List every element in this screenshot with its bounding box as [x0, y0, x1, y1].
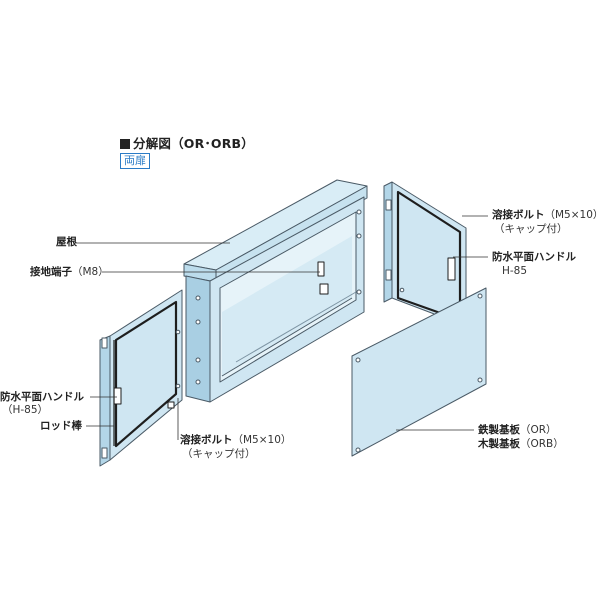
label-weld-bolt-top-spec: （M5×10） — [544, 209, 600, 221]
label-weld-bolt-bottom-name: 溶接ボルト — [180, 434, 233, 446]
label-ground-terminal: 接地端子（M8） — [30, 266, 109, 279]
label-roof-text: 屋根 — [56, 236, 77, 248]
left-door-edge — [99, 335, 111, 467]
body-bolt — [195, 295, 201, 301]
label-weld-bolt-bottom-spec: （M5×10） — [232, 434, 292, 446]
plate-hole — [355, 357, 361, 363]
door-bolt — [175, 329, 181, 335]
label-handle-left-code: （H-85） — [2, 404, 48, 417]
door-bolt — [175, 383, 181, 389]
left-door — [109, 289, 183, 461]
label-weld-bolt-bottom-note: （キャップ付） — [182, 448, 256, 461]
left-door-hinge — [101, 337, 108, 349]
label-weld-bolt-bottom-note-text: （キャップ付） — [182, 448, 256, 460]
plate-hole — [477, 377, 483, 383]
mounting-plate — [351, 287, 487, 457]
label-weld-bolt-top-note: （キャップ付） — [494, 223, 568, 236]
label-ground-terminal-spec: （M8） — [72, 266, 109, 278]
ground-terminal — [317, 261, 325, 277]
left-door-latch — [167, 401, 175, 409]
right-door-hinge — [385, 199, 392, 211]
body-bolt — [195, 357, 201, 363]
body-bolt — [195, 379, 201, 385]
label-handle-right-name: 防水平面ハンドル — [492, 251, 576, 263]
label-weld-bolt-bottom: 溶接ボルト（M5×10） — [180, 434, 291, 447]
body-bolt — [356, 233, 362, 239]
label-weld-bolt-top: 溶接ボルト（M5×10） — [492, 209, 600, 222]
right-door-handle — [447, 257, 456, 281]
label-weld-bolt-top-name: 溶接ボルト — [492, 209, 545, 221]
label-ground-terminal-name: 接地端子 — [30, 266, 72, 278]
label-handle-right: 防水平面ハンドル — [492, 251, 576, 264]
plate-hole — [355, 447, 361, 453]
label-handle-right-code: H-85 — [502, 265, 527, 278]
label-steel-plate-code: （OR） — [520, 424, 557, 436]
right-door-hinge — [385, 269, 392, 281]
label-steel-plate: 鉄製基板（OR） — [478, 424, 557, 437]
label-roof: 屋根 — [56, 236, 77, 249]
label-rod: ロッド棒 — [40, 420, 82, 433]
label-rod-text: ロッド棒 — [40, 420, 82, 432]
left-door-gasket — [114, 300, 178, 448]
plate-hole — [477, 293, 483, 299]
door-bolt — [399, 287, 405, 293]
label-handle-right-code-text: H-85 — [502, 265, 528, 277]
diagram-title: 分解図（OR･ORB） — [120, 133, 254, 152]
left-door-hinge — [101, 447, 108, 459]
label-weld-bolt-top-note-text: （キャップ付） — [494, 223, 568, 235]
label-handle-left-name: 防水平面ハンドル — [0, 391, 84, 403]
label-steel-plate-name: 鉄製基板 — [478, 424, 520, 436]
diagram-title-text: 分解図（OR･ORB） — [133, 136, 254, 151]
bullet-square-icon — [120, 139, 130, 149]
double-door-badge: 両扉 — [120, 153, 150, 169]
label-handle-left-code-text: （H-85） — [2, 404, 49, 416]
label-wood-plate-code: （ORB） — [520, 438, 564, 450]
label-wood-plate: 木製基板（ORB） — [478, 438, 564, 451]
ground-terminal-clip — [319, 283, 329, 295]
body-bolt — [356, 289, 362, 295]
label-handle-left: 防水平面ハンドル — [0, 391, 84, 404]
label-wood-plate-name: 木製基板 — [478, 438, 520, 450]
left-door-handle — [113, 387, 122, 405]
body-bolt — [356, 209, 362, 215]
body-bolt — [195, 319, 201, 325]
